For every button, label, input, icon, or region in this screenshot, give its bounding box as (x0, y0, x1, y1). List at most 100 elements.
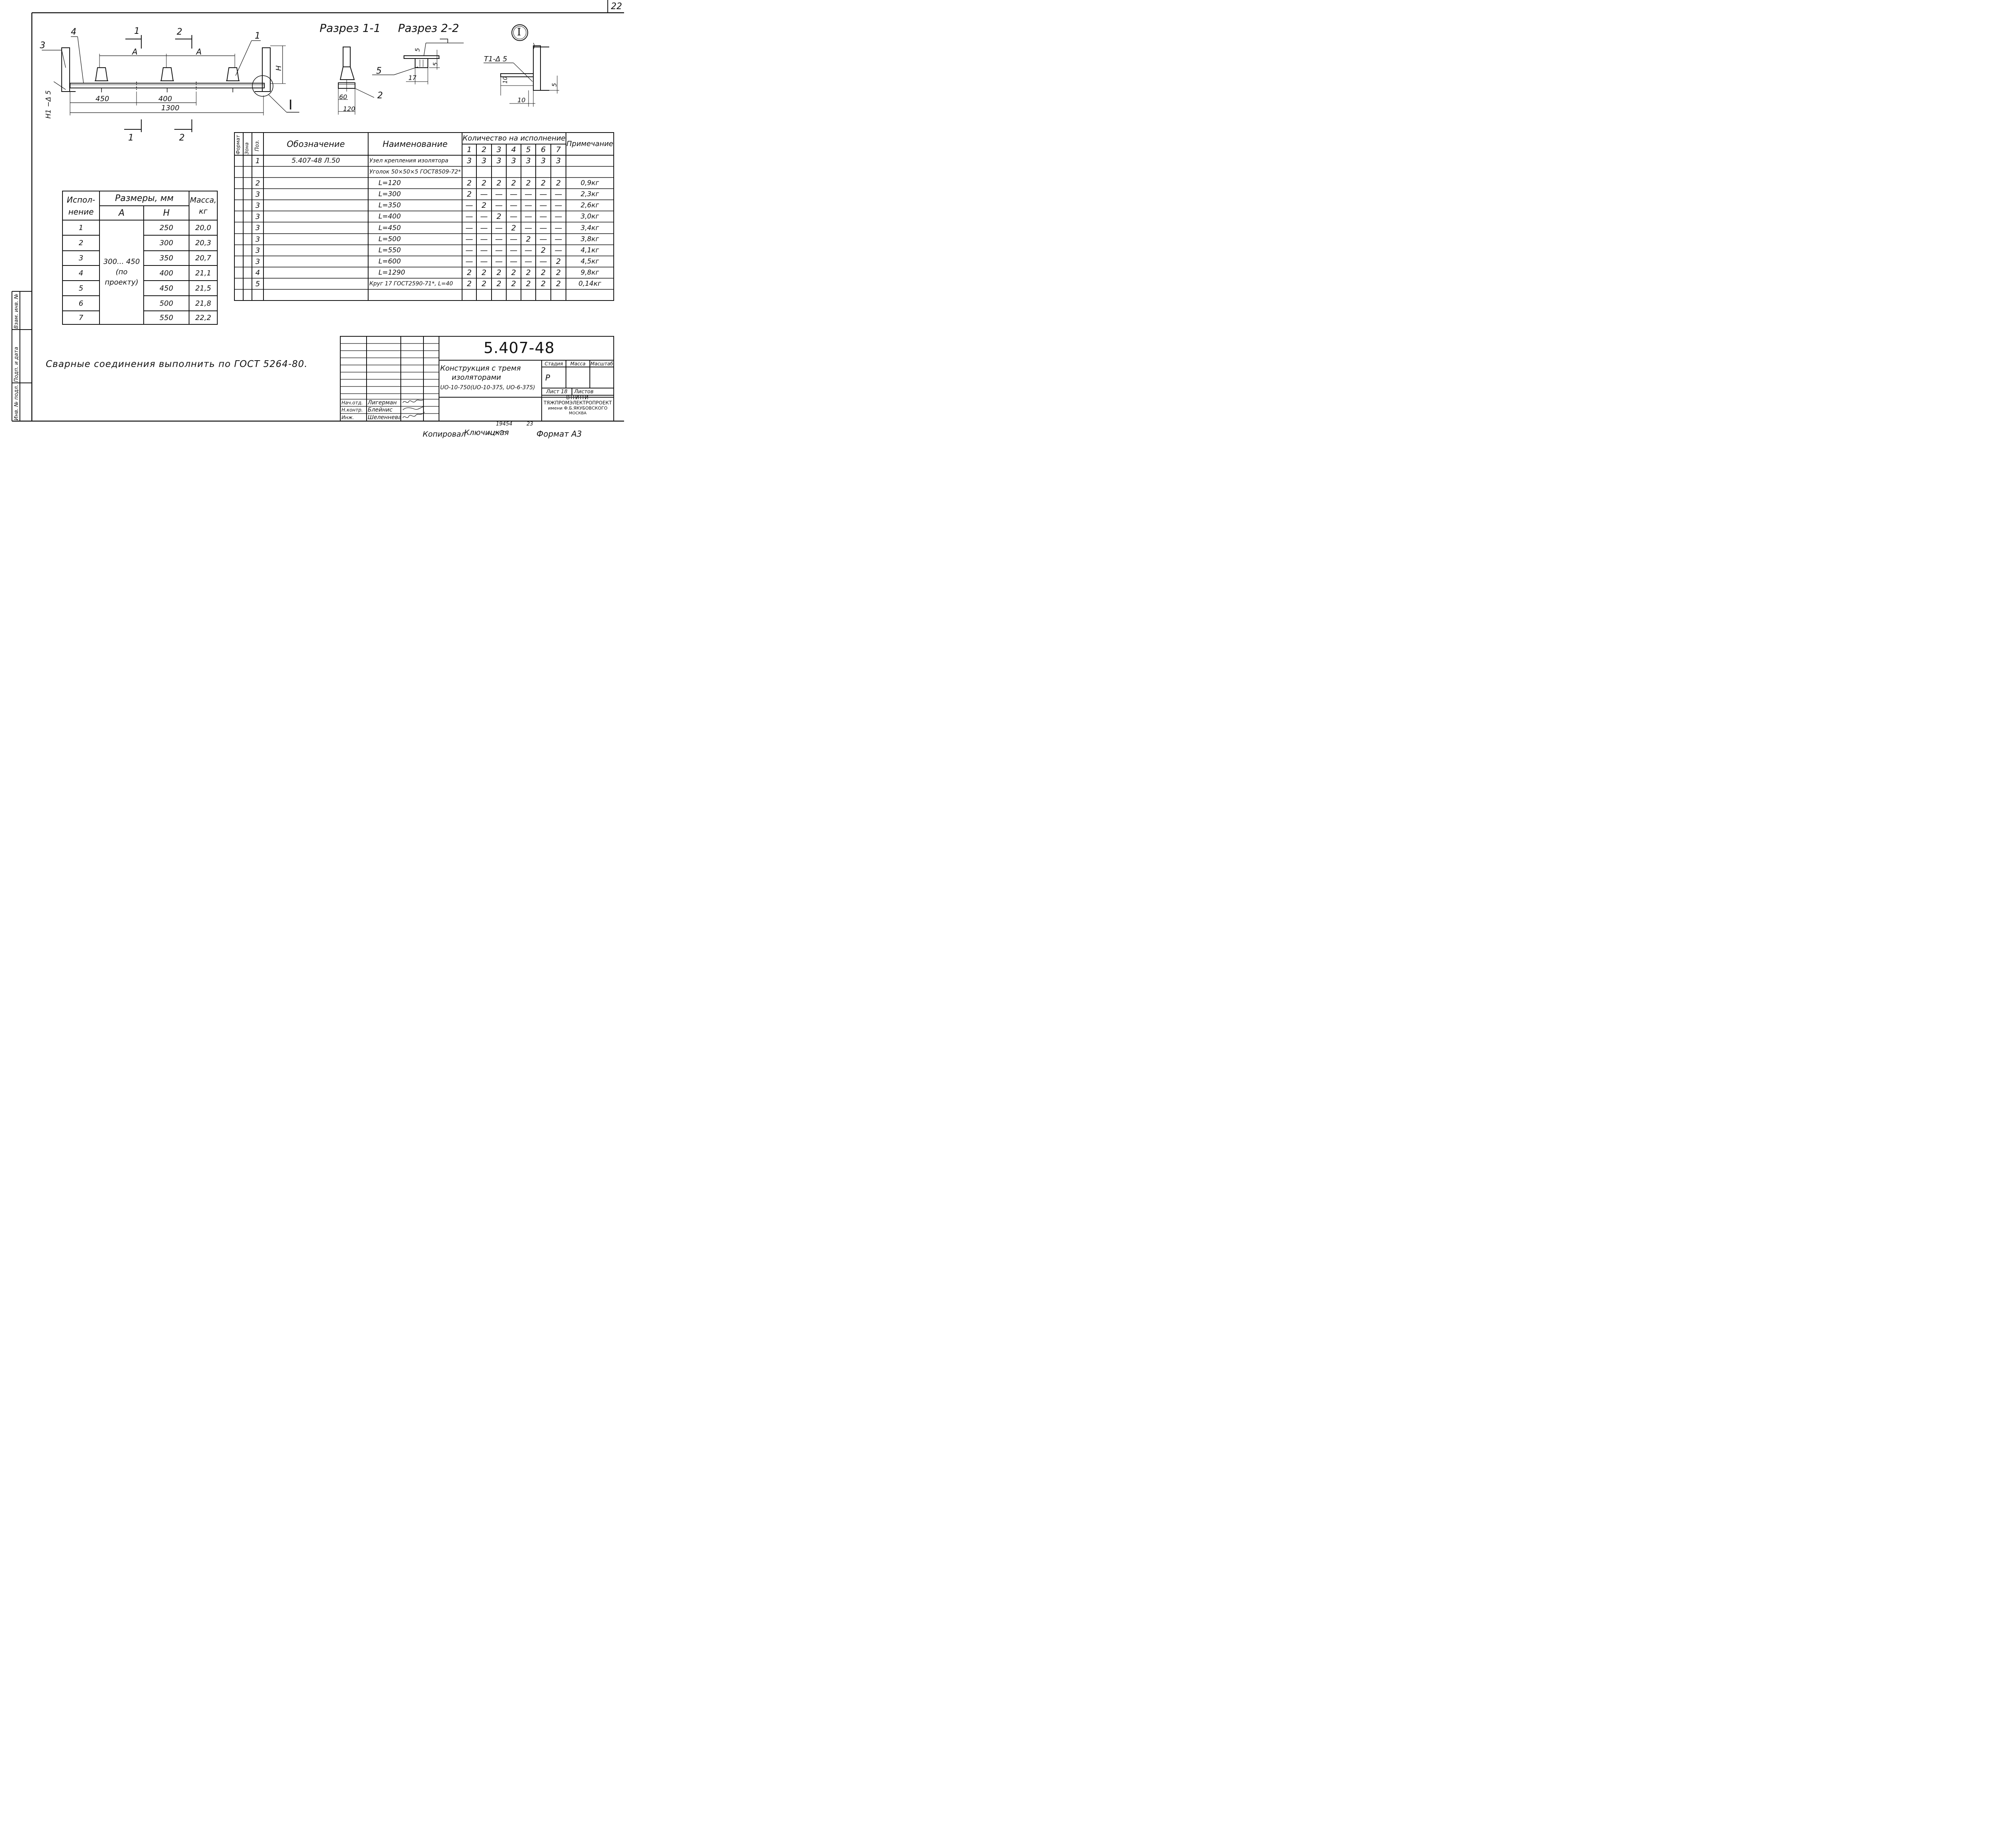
spec-header-name: Наименование (382, 139, 448, 149)
spec-row-qty: — (525, 190, 532, 199)
sheets-label: Листов (574, 388, 594, 395)
spec-row-pos: 4 (255, 268, 260, 277)
spec-row-qty: — (525, 246, 532, 255)
spec-row-name: Круг 17 ГОСТ2590-71*, L=40 (369, 281, 453, 287)
spec-row-qty: 3 (466, 156, 472, 165)
size-row-n: 5 (78, 284, 84, 293)
size-row-n: 1 (78, 223, 84, 232)
spec-header-pos: Поз. (254, 140, 260, 151)
scale-label: Масштаб (590, 361, 613, 367)
spec-row-qty (462, 289, 476, 301)
spec-row-qty: 2 (556, 268, 561, 277)
spec-row-qty: 2 (540, 179, 546, 187)
size-row-mass: 21,8 (195, 299, 211, 308)
spec-row-qty: — (554, 212, 562, 221)
spec-row-qty: 2 (466, 268, 472, 277)
spec-row-qty: 2 (556, 257, 561, 266)
spec-row-qty: 3 (526, 156, 531, 165)
size-row-H: 500 (159, 299, 174, 308)
org-line-2: ТЯЖПРОМЭЛЕКТРОПРОЕКТ (543, 400, 612, 406)
size-row-mass: 20,3 (195, 239, 211, 247)
mass-label: Масса (570, 361, 586, 367)
spec-header-zone: Зона (244, 142, 250, 154)
spec-header-note: Примечание (566, 140, 613, 148)
archive-number: 19454 (496, 421, 513, 427)
staff-role-3: Инж. (341, 414, 354, 420)
sheet-number: 22 (611, 2, 622, 12)
spec-row-qty: — (539, 190, 547, 199)
pos-3-label: 3 (40, 41, 45, 51)
spec-row-qty: 2 (496, 212, 501, 221)
spec-row-note: 0,14кг (578, 280, 601, 288)
spec-row-qty: 2 (496, 279, 501, 288)
spec-row-pos (252, 289, 263, 301)
archive-page: 23 (527, 421, 533, 427)
spec-variant-header: 5 (526, 145, 531, 154)
spec-row-qty: — (465, 246, 473, 255)
s22-dim-17: 17 (408, 74, 417, 82)
size-row-mass: 21,5 (195, 284, 211, 293)
section-1-1-title: Разрез 1-1 (320, 21, 381, 35)
stamp-sign-date: Подп. и дата (14, 347, 20, 382)
sheet-label: Лист 18 (546, 388, 568, 395)
spec-row-qty: 2 (511, 223, 516, 232)
size-row-mass: 20,7 (195, 254, 211, 262)
spec-row-designation: 5.407-48 Л.50 (291, 157, 340, 165)
spec-row-qty: — (525, 201, 532, 210)
spec-row-qty: — (539, 223, 547, 232)
size-header-variant: Испол- нение (66, 195, 96, 217)
spec-row-note: 4,1кг (580, 246, 599, 254)
spec-row-name: L=450 (378, 224, 401, 232)
spec-row-qty: 2 (540, 246, 546, 255)
spec-row-qty: — (480, 257, 488, 266)
weld-note: Сварные соединения выполнить по ГОСТ 526… (46, 359, 308, 369)
spec-row-note: 2,6кг (580, 201, 599, 209)
spec-row-qty: — (495, 257, 503, 266)
document-code: 5.407-48 (484, 339, 555, 357)
spec-row-qty (521, 166, 536, 178)
organization-block: ВНИПИ ТЯЖПРОМЭЛЕКТРОПРОЕКТ имени Ф.Б.ЯКУ… (542, 395, 614, 416)
dim-400-label: 400 (158, 95, 172, 103)
spec-row-qty: 2 (481, 201, 487, 210)
size-row-mass: 22,2 (195, 313, 211, 322)
spec-row-qty: — (510, 201, 517, 210)
weld-H1-label: H1 −Δ 5 (45, 90, 53, 119)
spec-row-qty: — (495, 190, 503, 199)
copied-by-label: Копировал (423, 430, 466, 439)
spec-row-designation (263, 267, 368, 278)
spec-row-note: 3,0кг (580, 213, 599, 221)
spec-row-name: L=600 (378, 258, 401, 265)
size-row-n: 3 (78, 254, 84, 262)
staff-name-3: Шеленнева (368, 414, 402, 421)
section-1-bottom-label: 1 (128, 133, 134, 143)
size-A-merged: 300... 450 (по проекту) (103, 258, 140, 287)
spec-row-qty: 3 (540, 156, 546, 165)
section-2-bottom-label: 2 (179, 133, 185, 143)
stamp-vzam-inv: Взам. инв. № (14, 293, 20, 329)
spec-row-qty: — (539, 257, 547, 266)
spec-row-designation (263, 278, 368, 289)
spec-row-pos: 3 (255, 190, 260, 199)
spec-row-qty: 3 (496, 156, 501, 165)
spec-row-designation (263, 222, 368, 234)
size-row-H: 350 (159, 254, 174, 262)
spec-row-qty: — (510, 190, 517, 199)
spec-row-qty: 2 (511, 179, 516, 187)
spec-row-name: L=550 (378, 246, 401, 254)
spec-row-name: L=120 (378, 179, 401, 187)
detail-weld-T1-label: Т1-Δ 5 (484, 55, 507, 63)
spec-row-qty: — (480, 246, 488, 255)
spec-row-qty: — (510, 235, 517, 244)
spec-row-qty: — (554, 223, 562, 232)
spec-variant-header: 4 (511, 145, 516, 154)
spec-row-qty: 2 (556, 279, 561, 288)
spec-row-qty (551, 166, 566, 178)
spec-row-note (566, 155, 614, 166)
callout-I-label: I (289, 97, 293, 113)
spec-row-qty: — (465, 235, 473, 244)
spec-row-designation (263, 245, 368, 256)
spec-row-note: 2,3кг (580, 190, 599, 198)
spec-variant-header: 6 (540, 145, 546, 154)
spec-row-qty: 2 (511, 279, 516, 288)
spec-row-designation (263, 256, 368, 267)
